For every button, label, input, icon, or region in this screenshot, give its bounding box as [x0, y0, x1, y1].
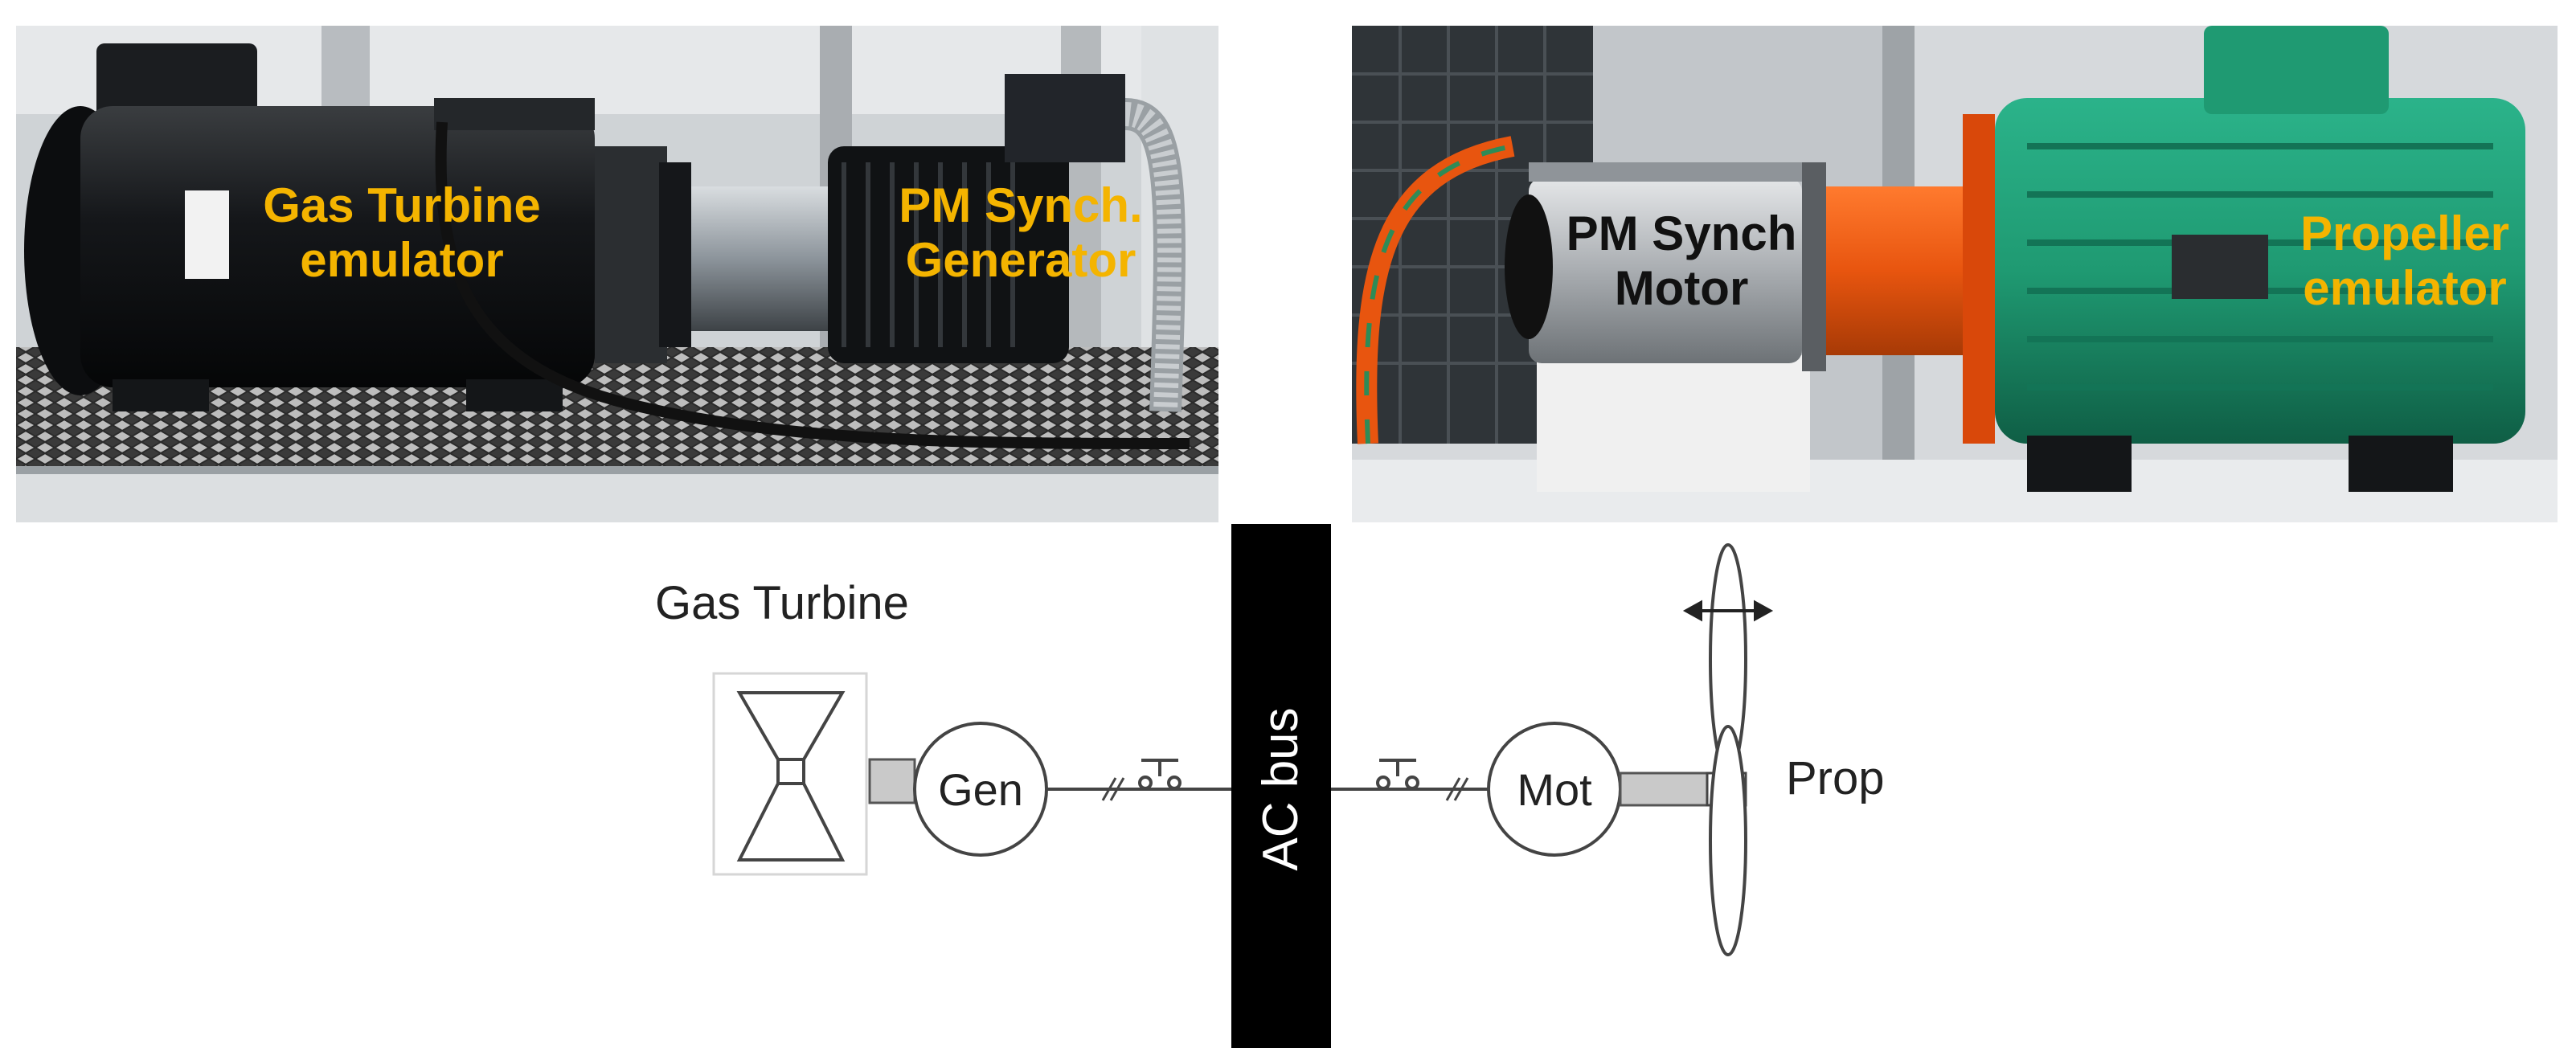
motor-breaker-icon: [1376, 759, 1419, 790]
gas-turbine-icon: [712, 672, 868, 876]
label-pm-synch-motor: PM Synch Motor: [1566, 207, 1797, 315]
label-gas-turbine-emulator: Gas Turbine emulator: [263, 178, 541, 287]
gas-turbine-label: Gas Turbine: [655, 577, 909, 629]
motor-shaft: [1619, 771, 1710, 807]
generator-label: Gen: [938, 764, 1023, 815]
label-pm-synch-generator: PM Synch. Generator: [899, 178, 1143, 287]
ac-bus-bar: [1231, 524, 1331, 1048]
propeller-icon: [1709, 543, 1747, 956]
ac-bus-label: AC bus: [1253, 707, 1308, 870]
turbine-shaft: [868, 758, 916, 804]
photo-motor-propeller: PM Synch Motor Propeller emulator: [1352, 26, 2558, 522]
photo-gas-turbine-generator: Gas Turbine emulator PM Synch. Generator: [16, 26, 1218, 522]
gen-three-phase-mark: [1101, 777, 1125, 801]
motor-label: Mot: [1517, 764, 1592, 815]
label-propeller-emulator: Propeller emulator: [2300, 207, 2510, 315]
double-arrow-icon: [1682, 600, 1774, 622]
prop-label: Prop: [1786, 752, 1885, 804]
gen-breaker-icon: [1138, 759, 1182, 790]
motor-three-phase-mark: [1445, 777, 1469, 801]
